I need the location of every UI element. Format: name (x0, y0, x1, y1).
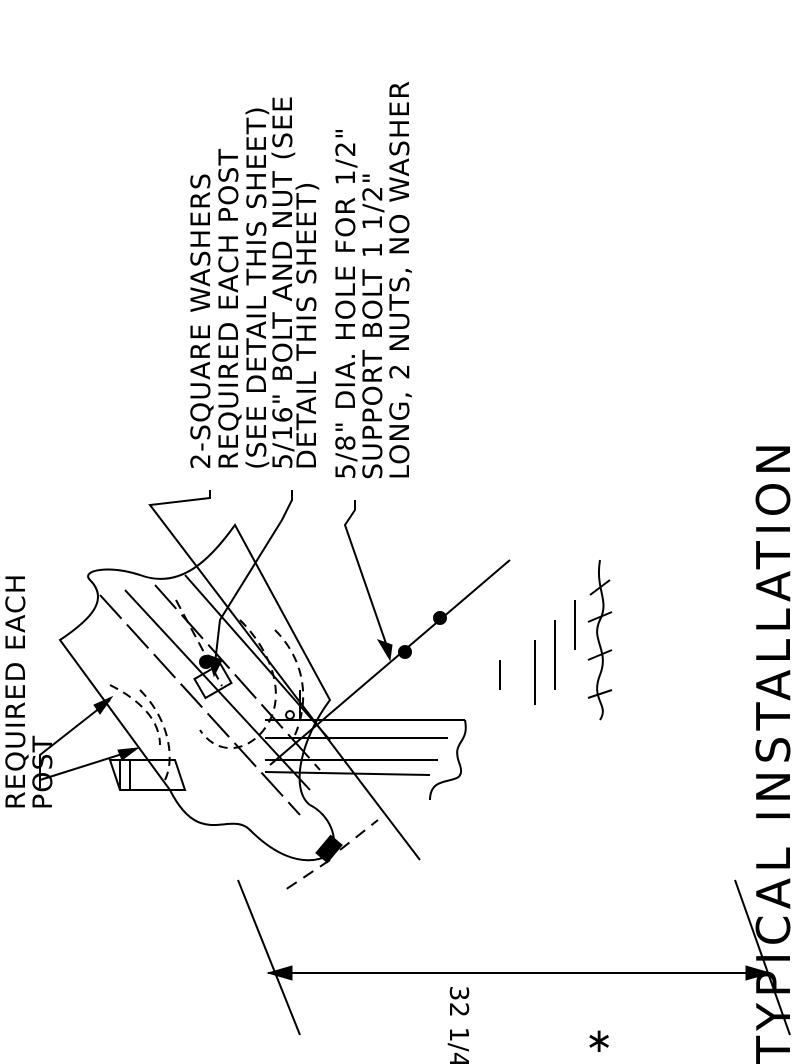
washers-line-3: (SEE DETAIL THIS SHEET) (242, 105, 273, 470)
bolt-line-1: 5/16" BOLT AND NUT (SEE (268, 95, 299, 470)
hole-leader (343, 500, 391, 656)
guardrail-beam (58, 523, 335, 862)
ground-line (499, 559, 613, 721)
nut-1 (398, 645, 412, 659)
dimension-arrowheads (266, 965, 772, 981)
label-washers: 2-SQUARE WASHERS REQUIRED EACH POST (SEE… (186, 105, 273, 470)
washers-line-2: REQUIRED EACH POST (214, 148, 245, 470)
leader-lines (39, 490, 421, 861)
hole-line-2: SUPPORT BOLT 1 1/2" (358, 171, 389, 480)
drawing-title: TYPICAL INSTALLATION (747, 437, 801, 1064)
support-post (264, 690, 467, 801)
post-line: POST (28, 735, 59, 810)
title-group: TYPICAL INSTALLATION (747, 437, 801, 1064)
label-required-each-post: REQUIRED EACH POST (1, 573, 59, 810)
washers-line-1: 2-SQUARE WASHERS (186, 172, 217, 470)
label-hole: 5/8" DIA. HOLE FOR 1/2" SUPPORT BOLT 1 1… (331, 80, 416, 480)
bolt-leader (213, 490, 293, 673)
dimension-value: 32 1/4" (443, 985, 473, 1064)
hole-dot (285, 710, 295, 720)
bolt-line-2: DETAIL THIS SHEET) (292, 181, 323, 470)
washers-leader (148, 490, 421, 861)
dimension-lines (237, 879, 791, 1036)
dimension-asterisk: ∗ (585, 1021, 614, 1061)
post-arrow-b (117, 747, 140, 761)
bottom-bolt (284, 819, 379, 891)
post-leader-b (39, 749, 136, 781)
hole-arrow (376, 639, 393, 662)
dimension-label: 32 1/4" (443, 985, 473, 1064)
nut-2 (433, 611, 447, 625)
hole-line-1: 5/8" DIA. HOLE FOR 1/2" (331, 126, 362, 480)
bolt-head (199, 655, 213, 669)
label-bolt: 5/16" BOLT AND NUT (SEE DETAIL THIS SHEE… (268, 95, 323, 470)
washer-bracket (108, 655, 233, 791)
post-leader-a (39, 699, 111, 788)
square-washer (193, 662, 233, 700)
post-arrow-a (93, 695, 114, 715)
brace-bolt (269, 559, 511, 766)
required-each-line: REQUIRED EACH (1, 573, 32, 810)
hole-line-3: LONG, 2 NUTS, NO WASHER (385, 80, 416, 480)
